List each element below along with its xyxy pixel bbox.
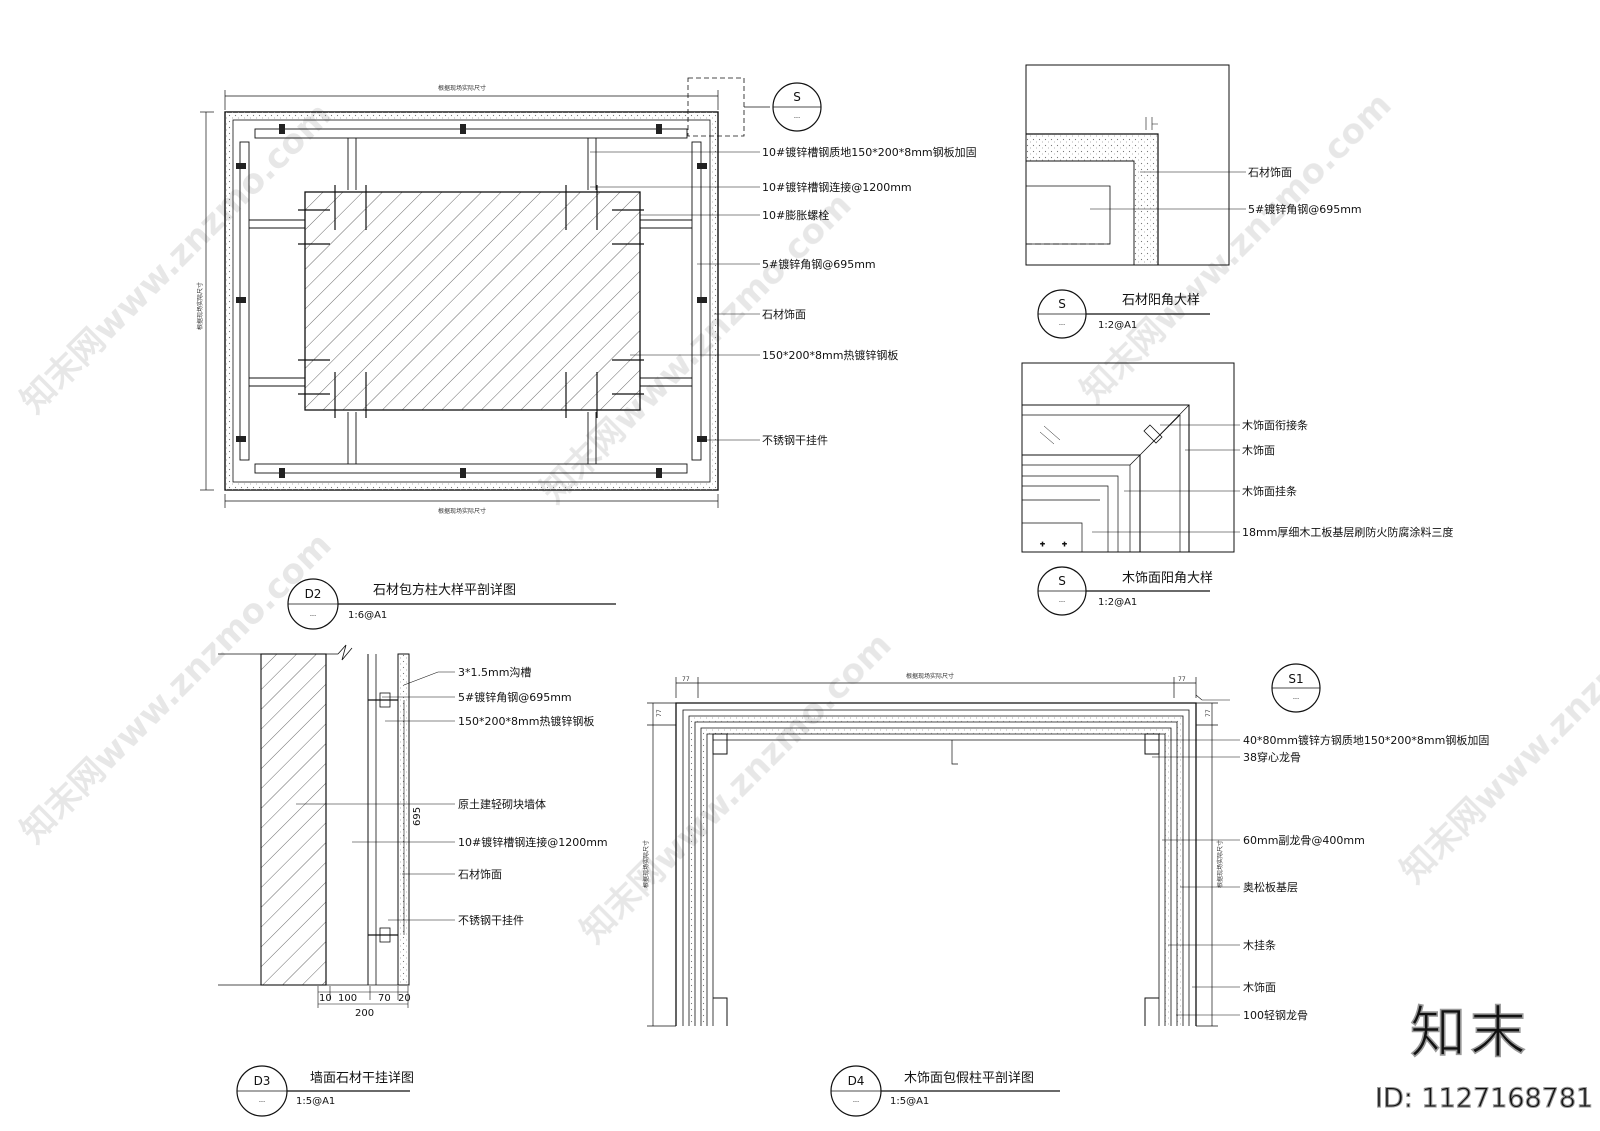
s-wood-label: 木饰面	[1242, 443, 1275, 457]
d4-id: D4	[848, 1074, 865, 1088]
d4-dim-77: 77	[682, 676, 690, 683]
d4-label: 木饰面	[1243, 980, 1276, 994]
d3-sub: ---	[259, 1098, 266, 1105]
d2-section-bubble: S ---	[772, 82, 822, 132]
s-wood-label: 木饰面衔接条	[1242, 418, 1308, 432]
d3-label: 石材饰面	[458, 867, 502, 881]
brand-logo: 知末 ID: 1127168781	[1374, 1000, 1593, 1114]
watermark-text: 知末网www.znzmo.com	[13, 95, 339, 421]
d2-title-block: D2 --- 石材包方柱大样平剖详图 1:6@A1	[287, 578, 616, 630]
s-wood-title-block: S --- 木饰面阳角大样 1:2@A1	[1037, 566, 1213, 616]
d3-label: 10#镀锌槽钢连接@1200mm	[458, 835, 608, 849]
d4-dim-top: 根据现场实际尺寸	[906, 672, 954, 680]
d4-label: 奥松板基层	[1243, 880, 1298, 894]
d3-label: 3*1.5mm沟槽	[458, 666, 531, 679]
s-stone-sub: ---	[1059, 321, 1066, 328]
s-stone-title-block: S --- 石材阳角大样 1:2@A1	[1037, 289, 1210, 339]
d3-dim: 10	[319, 993, 332, 1004]
d3-total-dim: 200	[355, 1008, 374, 1019]
d4-dim-right: 根据现场实际尺寸	[1216, 840, 1224, 888]
s-stone-title: 石材阳角大样	[1122, 293, 1200, 308]
d4-scale: 1:5@A1	[890, 1096, 929, 1107]
d2-label: 10#镀锌槽钢连接@1200mm	[762, 180, 912, 194]
d4-section-bubble: S1 ---	[1271, 663, 1321, 713]
d3-height-dim: 695	[412, 807, 423, 826]
d3-title: 墙面石材干挂详图	[310, 1071, 414, 1086]
d3-id: D3	[254, 1074, 271, 1088]
d2-title: 石材包方柱大样平剖详图	[373, 582, 516, 598]
s-wood-label: 18mm厚细木工板基层刷防火防腐涂料三度	[1242, 525, 1453, 539]
svg-text:+: +	[1040, 541, 1045, 548]
d4-title: 木饰面包假柱平剖详图	[904, 1071, 1034, 1086]
d4-section-bubble-sub: ---	[1293, 695, 1300, 702]
s-wood-scale: 1:2@A1	[1098, 597, 1137, 608]
detail-d3-section	[218, 644, 455, 1008]
d3-dim: 20	[398, 993, 411, 1004]
d3-label: 不锈钢干挂件	[458, 913, 524, 927]
d4-dim-left: 根据现场实际尺寸	[642, 840, 650, 888]
d2-label: 石材饰面	[762, 307, 806, 321]
d3-label: 5#镀锌角钢@695mm	[458, 690, 572, 704]
watermark-text: 知末网www.znzmo.com	[573, 625, 899, 951]
d3-dim: 100	[338, 993, 357, 1004]
d4-dim-77: 77	[656, 709, 663, 717]
d2-scale: 1:6@A1	[348, 610, 387, 621]
d2-section-bubble-id: S	[793, 90, 801, 104]
d3-scale: 1:5@A1	[296, 1096, 335, 1107]
d4-label: 60mm副龙骨@400mm	[1243, 834, 1365, 847]
d2-label: 5#镀锌角钢@695mm	[762, 257, 876, 271]
watermark-text: 知末网www.znzmo.com	[1393, 565, 1600, 891]
detail-d2-plan	[200, 77, 770, 508]
brand-id: ID: 1127168781	[1375, 1083, 1593, 1114]
svg-text:+: +	[1062, 541, 1067, 548]
d4-label: 木挂条	[1243, 938, 1276, 952]
brand-logo-text: 知末	[1410, 1001, 1530, 1066]
d2-section-bubble-sub: ---	[794, 114, 801, 121]
d3-title-block: D3 --- 墙面石材干挂详图 1:5@A1	[236, 1065, 414, 1117]
d3-label: 150*200*8mm热镀锌钢板	[458, 714, 594, 728]
d2-label: 150*200*8mm热镀锌钢板	[762, 348, 898, 362]
d4-label: 100轻钢龙骨	[1243, 1008, 1308, 1022]
s-wood-label: 木饰面挂条	[1242, 484, 1297, 498]
d4-sub: ---	[853, 1098, 860, 1105]
d4-dim-77: 77	[1205, 709, 1212, 717]
d2-id: D2	[305, 587, 322, 601]
d2-label: 不锈钢干挂件	[762, 433, 828, 447]
d4-dim-77: 77	[1178, 676, 1186, 683]
s-wood-sub: ---	[1059, 598, 1066, 605]
d4-label: 38穿心龙骨	[1243, 750, 1301, 764]
d3-label: 原土建轻砌块墙体	[458, 797, 546, 811]
s-stone-label: 石材饰面	[1248, 165, 1292, 179]
s-stone-scale: 1:2@A1	[1098, 320, 1137, 331]
d4-section-bubble-id: S1	[1288, 672, 1303, 686]
d2-dim-left: 根据现场实际尺寸	[196, 282, 204, 330]
detail-d4-plan	[647, 677, 1240, 1027]
s-stone-id: S	[1058, 297, 1066, 311]
detail-s-stone-corner	[1025, 64, 1246, 266]
d2-label: 10#膨胀螺栓	[762, 208, 829, 222]
d2-sub: ---	[310, 612, 317, 619]
d2-label: 10#镀锌槽钢质地150*200*8mm钢板加固	[762, 145, 977, 159]
d4-label: 40*80mm镀锌方钢质地150*200*8mm钢板加固	[1243, 733, 1489, 747]
d4-title-block: D4 --- 木饰面包假柱平剖详图 1:5@A1	[830, 1065, 1060, 1117]
s-wood-title: 木饰面阳角大样	[1122, 571, 1213, 586]
d3-dim: 70	[378, 993, 391, 1004]
s-wood-id: S	[1058, 574, 1066, 588]
d2-dim-top: 根据现场实际尺寸	[438, 84, 486, 92]
d2-dim-bottom: 根据现场实际尺寸	[438, 507, 486, 515]
s-stone-label: 5#镀锌角钢@695mm	[1248, 202, 1362, 216]
detail-s-wood-corner: + +	[1021, 362, 1240, 553]
